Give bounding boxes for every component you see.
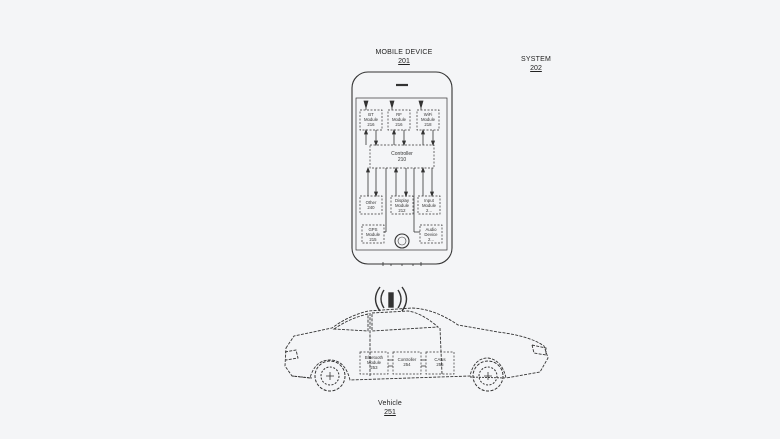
- antenna-icon: [363, 100, 369, 110]
- connector-arrows: [363, 128, 436, 233]
- rear-wheel: [472, 360, 504, 392]
- controller-box: [369, 144, 435, 169]
- front-wheel: [314, 360, 346, 392]
- wireless-signal-icon: [374, 286, 408, 312]
- vehicle-label: Vehicle: [378, 400, 402, 407]
- module-box: [417, 195, 441, 215]
- headlight: [284, 349, 299, 361]
- antenna-icon: [418, 100, 424, 110]
- taillight: [531, 344, 547, 356]
- vehicle-module-box: [425, 351, 455, 375]
- module-box: [387, 109, 411, 131]
- system-ref: 202: [530, 65, 542, 72]
- mobile-device: [351, 71, 453, 266]
- module-box: [416, 109, 440, 131]
- car-window: [332, 313, 369, 332]
- system-title: SYSTEM: [521, 56, 551, 63]
- vehicle-ref: 251: [384, 409, 396, 416]
- mobile-device-ref: 201: [398, 58, 410, 65]
- antenna-icon: [389, 100, 395, 110]
- mobile-device-title: MOBILE DEVICE: [375, 49, 433, 56]
- vehicle-module-box: [392, 351, 422, 375]
- car-wheels: [314, 360, 504, 392]
- module-box: [361, 224, 385, 244]
- module-box: [419, 224, 443, 244]
- module-box: [359, 109, 383, 131]
- car-body: [284, 307, 549, 381]
- phone-antennas: [363, 100, 424, 110]
- module-box: [390, 195, 414, 215]
- vehicle-module-box: [359, 351, 389, 375]
- module-box: [359, 195, 383, 215]
- phone-screen: [355, 97, 448, 251]
- car-window: [371, 310, 440, 332]
- home-button: [394, 233, 410, 249]
